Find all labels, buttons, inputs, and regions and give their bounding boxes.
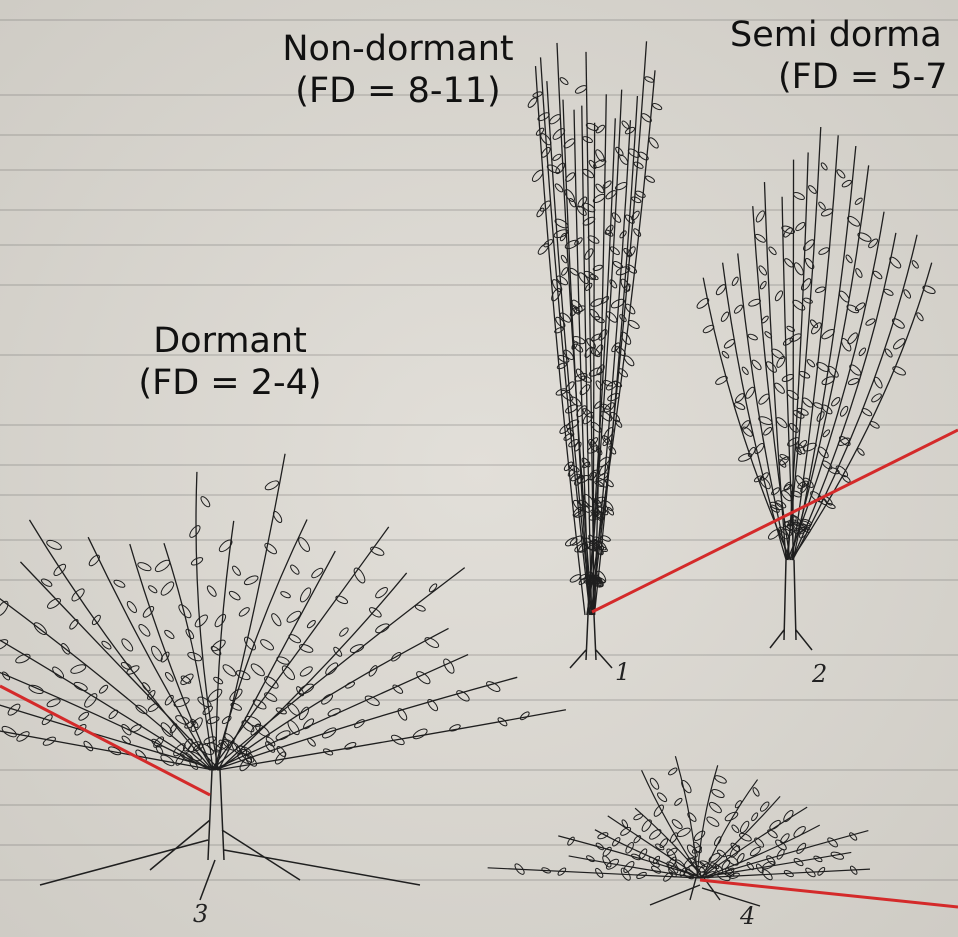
label-non-dormant-name: Non-dormant: [248, 28, 548, 70]
figure-number-4: 4: [740, 902, 755, 930]
label-dormant-fd: (FD = 2-4): [110, 362, 350, 404]
label-non-dormant-fd: (FD = 8-11): [248, 70, 548, 112]
figure-number-2: 2: [812, 660, 827, 688]
label-dormant: Dormant (FD = 2-4): [110, 320, 350, 404]
figure-number-1: 1: [615, 658, 630, 686]
label-semi-dormant-fd: (FD = 5-7: [730, 56, 947, 98]
label-semi-dormant: Semi dorma (FD = 5-7: [730, 14, 947, 98]
label-non-dormant: Non-dormant (FD = 8-11): [248, 28, 548, 112]
label-dormant-name: Dormant: [110, 320, 350, 362]
figure-number-3: 3: [193, 900, 208, 928]
label-semi-dormant-name: Semi dorma: [730, 14, 947, 56]
